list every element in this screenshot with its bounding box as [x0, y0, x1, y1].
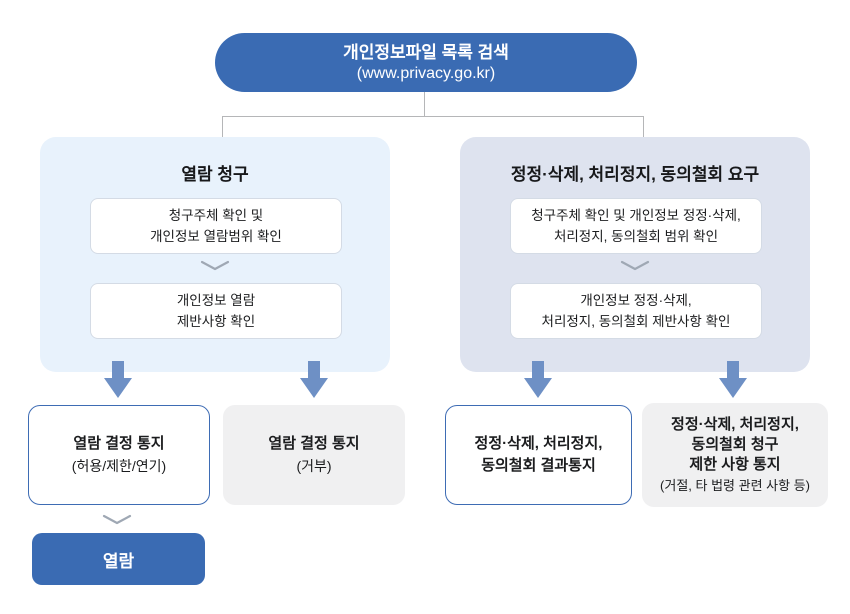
step-text-line: 청구주체 확인 및	[168, 208, 264, 223]
chevron-down-icon	[40, 260, 390, 271]
chevron-down-icon	[460, 260, 810, 271]
outcome-title: 동의철회 결과통지	[481, 457, 596, 474]
final-node-view: 열람	[32, 533, 205, 585]
connector-line	[643, 117, 644, 137]
step-box: 청구주체 확인 및 개인정보 열람범위 확인	[90, 198, 342, 254]
step-box: 개인정보 열람 제반사항 확인	[90, 283, 342, 339]
outcome-title: 제한 사항 통지	[689, 456, 781, 473]
outcome-title: 정정·삭제, 처리정지,	[474, 435, 603, 452]
branch-title: 열람 청구	[181, 165, 249, 184]
outcome-note: (거절, 타 법령 관련 사항 등)	[660, 478, 810, 493]
outcome-note: (거부)	[296, 458, 332, 474]
root-node-title: 개인정보파일 목록 검색	[343, 42, 509, 62]
step-text-line: 처리정지, 동의철회 제반사항 확인	[541, 314, 731, 329]
outcome-box-correction-restriction-notice: 정정·삭제, 처리정지, 동의철회 청구 제한 사항 통지 (거절, 타 법령 …	[642, 403, 828, 507]
connector-line	[424, 92, 425, 116]
branch-panel-correction-request: 정정·삭제, 처리정지, 동의철회 요구 청구주체 확인 및 개인정보 정정·삭…	[460, 137, 810, 372]
block-arrow-down-icon	[718, 361, 748, 398]
connector-line	[222, 116, 644, 117]
step-text-line: 개인정보 열람범위 확인	[150, 229, 282, 244]
branch-title: 정정·삭제, 처리정지, 동의철회 요구	[510, 165, 760, 184]
step-text-line: 제반사항 확인	[176, 314, 256, 329]
outcome-title: 동의철회 청구	[691, 436, 779, 453]
connector-line	[222, 117, 223, 137]
outcome-box-view-decision-refusal: 열람 결정 통지 (거부)	[223, 405, 405, 505]
outcome-title: 열람 결정 통지	[268, 435, 360, 452]
outcome-box-correction-result-notice: 정정·삭제, 처리정지, 동의철회 결과통지	[445, 405, 632, 505]
step-text-line: 개인정보 열람	[176, 293, 256, 308]
root-node-url: (www.privacy.go.kr)	[356, 64, 496, 82]
step-text-line: 개인정보 정정·삭제,	[580, 293, 692, 308]
chevron-down-icon	[102, 512, 132, 530]
outcome-note: (허용/제한/연기)	[71, 458, 167, 474]
outcome-title: 정정·삭제, 처리정지,	[671, 416, 799, 433]
outcome-box-view-decision-notice: 열람 결정 통지 (허용/제한/연기)	[28, 405, 210, 505]
root-node: 개인정보파일 목록 검색 (www.privacy.go.kr)	[215, 33, 637, 92]
step-box: 청구주체 확인 및 개인정보 정정·삭제, 처리정지, 동의철회 범위 확인	[510, 198, 762, 254]
step-text-line: 처리정지, 동의철회 범위 확인	[553, 229, 719, 244]
final-node-label: 열람	[102, 551, 135, 571]
outcome-title: 열람 결정 통지	[73, 435, 165, 452]
block-arrow-down-icon	[523, 361, 553, 398]
branch-panel-view-request: 열람 청구 청구주체 확인 및 개인정보 열람범위 확인 개인정보 열람 제반사…	[40, 137, 390, 372]
block-arrow-down-icon	[103, 361, 133, 398]
block-arrow-down-icon	[299, 361, 329, 398]
step-text-line: 청구주체 확인 및 개인정보 정정·삭제,	[531, 208, 741, 223]
step-box: 개인정보 정정·삭제, 처리정지, 동의철회 제반사항 확인	[510, 283, 762, 339]
